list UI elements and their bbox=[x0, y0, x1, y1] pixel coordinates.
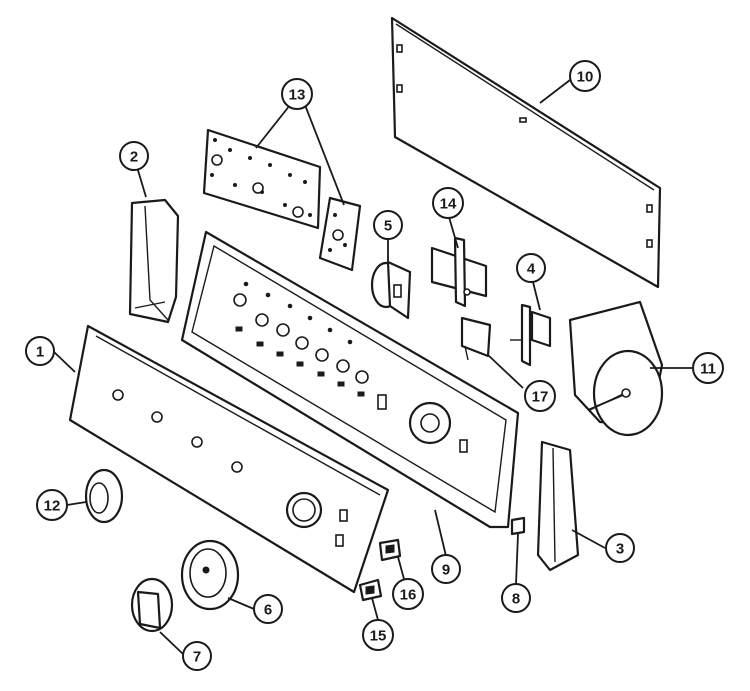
callout-17-label: 17 bbox=[532, 389, 549, 406]
part-4-component bbox=[510, 303, 552, 367]
part-1-front-control-panel bbox=[68, 324, 390, 594]
callout-13: 13 bbox=[281, 78, 313, 110]
callout-10: 10 bbox=[569, 60, 601, 92]
part-8-clip bbox=[510, 516, 526, 536]
callout-15-label: 15 bbox=[370, 628, 387, 645]
callout-16-label: 16 bbox=[400, 587, 417, 604]
part-13-circuit-boards bbox=[202, 128, 362, 272]
part-17-component bbox=[460, 316, 492, 361]
callout-11: 11 bbox=[692, 352, 724, 384]
part-15-switch bbox=[358, 578, 383, 602]
callout-2: 2 bbox=[119, 141, 149, 171]
callout-5-label: 5 bbox=[384, 218, 392, 235]
callout-14-label: 14 bbox=[440, 196, 457, 213]
callout-15: 15 bbox=[362, 619, 394, 651]
callout-1-label: 1 bbox=[36, 344, 44, 361]
part-2-left-end-cap bbox=[128, 198, 180, 324]
part-9-rear-control-panel bbox=[180, 230, 520, 529]
callout-13-label: 13 bbox=[289, 87, 306, 104]
part-14-switch bbox=[430, 236, 488, 308]
part-12-knob bbox=[84, 468, 124, 524]
callout-16: 16 bbox=[392, 578, 424, 610]
callout-2-label: 2 bbox=[130, 149, 138, 166]
part-5-component bbox=[370, 260, 412, 320]
callout-4-label: 4 bbox=[527, 261, 536, 278]
callout-14: 14 bbox=[432, 187, 464, 219]
callout-10-label: 10 bbox=[577, 69, 594, 86]
callout-7: 7 bbox=[182, 641, 212, 671]
part-7-knob bbox=[130, 577, 174, 633]
part-10-rear-panel bbox=[390, 16, 662, 289]
callout-8: 8 bbox=[501, 583, 531, 613]
callout-1: 1 bbox=[25, 336, 55, 366]
callout-9: 9 bbox=[431, 554, 461, 584]
callout-11-label: 11 bbox=[700, 361, 716, 378]
callout-12: 12 bbox=[36, 489, 68, 521]
part-11-housing bbox=[568, 300, 664, 437]
part-3-right-end-cap bbox=[536, 440, 580, 572]
callout-17: 17 bbox=[524, 380, 556, 412]
callout-5: 5 bbox=[373, 210, 403, 240]
part-6-dial-ring bbox=[180, 539, 240, 611]
callout-4: 4 bbox=[516, 253, 546, 283]
callout-9-label: 9 bbox=[442, 562, 450, 579]
callout-3: 3 bbox=[605, 533, 635, 563]
callout-6-label: 6 bbox=[264, 602, 272, 619]
callout-7-label: 7 bbox=[193, 649, 201, 666]
callout-8-label: 8 bbox=[512, 591, 520, 608]
callout-3-label: 3 bbox=[616, 541, 624, 558]
part-16-switch bbox=[378, 538, 402, 562]
callout-12-label: 12 bbox=[44, 498, 61, 515]
callout-6: 6 bbox=[253, 594, 283, 624]
